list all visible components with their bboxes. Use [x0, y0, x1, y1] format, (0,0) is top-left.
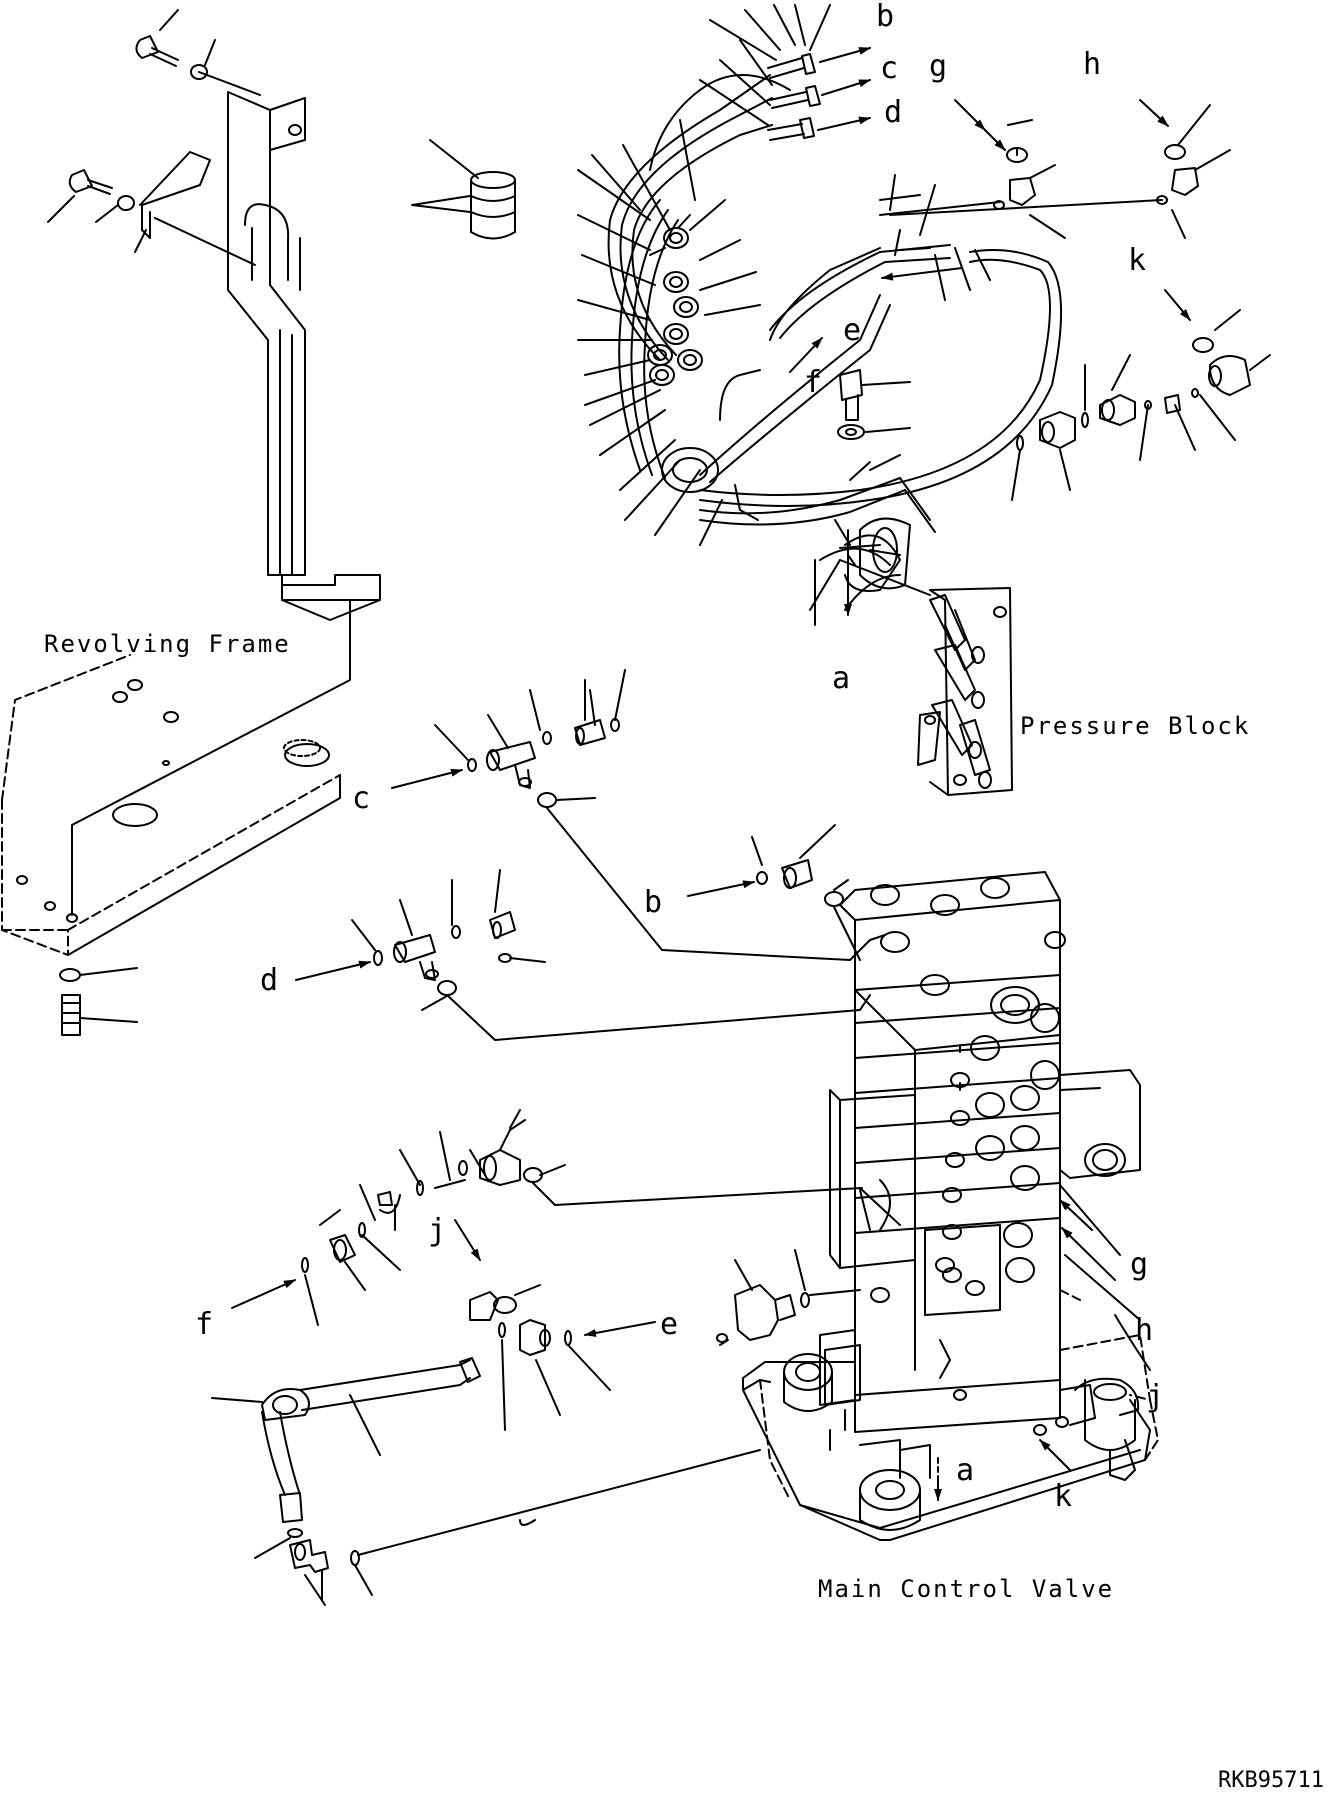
valve-base	[742, 1289, 1159, 1541]
valve-side-fittings	[716, 1249, 861, 1346]
letter-e-top: e	[843, 313, 862, 348]
tape-roll	[411, 139, 516, 240]
revolving-frame-label: Revolving Frame	[44, 630, 291, 658]
right-fittings-gh	[879, 99, 1231, 239]
bolt-washer-center	[789, 174, 991, 481]
letter-g-right: g	[1130, 1247, 1149, 1282]
revolving-frame	[1, 599, 351, 1036]
letter-g-top: g	[929, 49, 948, 84]
leader-lines-harness	[577, 119, 761, 546]
letter-a-bottom: a	[956, 1453, 975, 1488]
bottom-hose	[211, 1357, 761, 1606]
letter-k-bottom: k	[1054, 1479, 1073, 1514]
letter-e-bottom: e	[660, 1307, 679, 1342]
letter-b-top: b	[876, 0, 895, 34]
letter-f-bottom: f	[195, 1307, 214, 1342]
clamp	[809, 517, 931, 616]
lower-fittings	[231, 1109, 901, 1526]
pressure-block	[917, 587, 1013, 796]
letter-c-mid: c	[352, 781, 371, 816]
letter-d-mid: d	[260, 963, 279, 998]
letter-k-top: k	[1128, 243, 1147, 278]
bolt-group-upper	[47, 9, 261, 266]
mid-fittings-b	[687, 824, 861, 961]
letter-j-right: j	[1146, 1379, 1165, 1414]
main-control-valve	[819, 871, 1141, 1433]
valve-port-arrows	[1039, 1184, 1151, 1471]
mid-fittings-d	[295, 869, 871, 1041]
right-fittings-k	[1011, 289, 1271, 501]
letter-j-mid: j	[428, 1213, 447, 1248]
letter-a-top: a	[832, 661, 851, 696]
mid-fittings-c	[391, 669, 886, 961]
main-control-valve-label: Main Control Valve	[818, 1575, 1115, 1603]
pressure-block-label: Pressure Block	[1020, 712, 1251, 740]
letter-h-right: h	[1135, 1313, 1154, 1348]
hose-harness	[607, 74, 1063, 626]
drawing-code-label: RKB95711	[1218, 1768, 1324, 1793]
top-hose-ends	[699, 4, 871, 141]
letter-c-top: c	[880, 51, 899, 86]
fitting-cluster	[647, 214, 703, 386]
letter-b-mid: b	[644, 885, 663, 920]
hose-bracket	[227, 91, 381, 621]
letter-h-top: h	[1083, 47, 1102, 82]
letter-d-top: d	[884, 95, 903, 130]
letter-f-top: f	[804, 365, 823, 400]
